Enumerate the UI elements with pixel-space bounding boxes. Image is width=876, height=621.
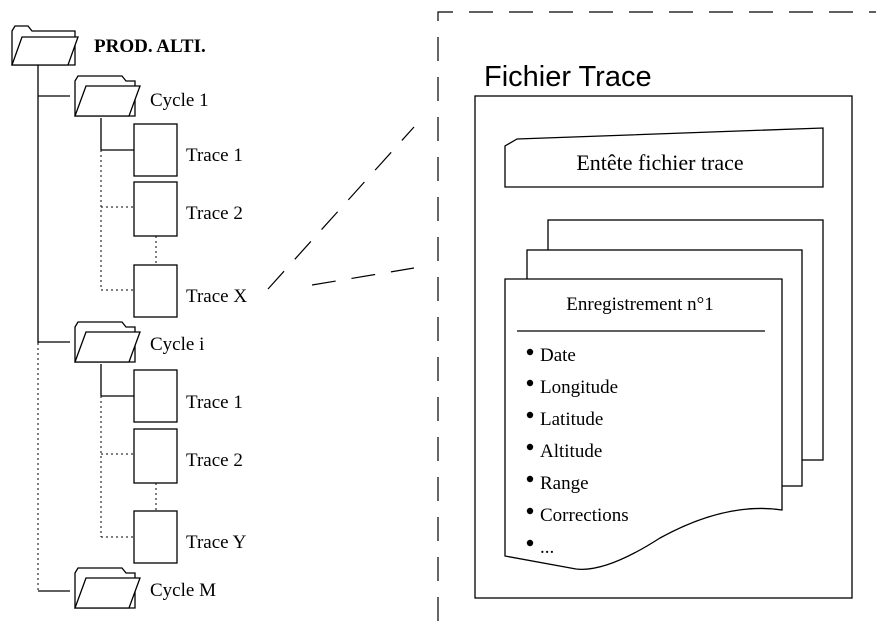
cycle-folder[interactable]: Cycle M: [74, 567, 216, 609]
header-box: [504, 127, 824, 188]
field-label: Longitude: [540, 377, 618, 398]
bullet-icon: [526, 475, 534, 483]
file-header: Entête fichier trace: [504, 127, 824, 188]
bullet-icon: [526, 379, 534, 387]
bullet-icon: [526, 411, 534, 419]
record-stack: Enregistrement n°1 Date Longitude Latitu…: [504, 219, 824, 570]
folder-icon: [11, 36, 79, 66]
file-panel: Fichier Trace Entête fichier trace Enreg…: [474, 61, 853, 599]
callout-frame: [437, 11, 876, 621]
bullet-icon: [526, 539, 534, 547]
cycle-label: Cycle M: [150, 580, 216, 601]
bullet-icon: [526, 507, 534, 515]
field-label: ...: [540, 537, 554, 558]
record-field: Altitude: [526, 441, 602, 462]
trace-file[interactable]: Trace X: [133, 264, 247, 318]
callout-line-lower: [311, 267, 415, 286]
record-field: Range: [526, 473, 589, 494]
trace-file[interactable]: Trace Y: [133, 510, 247, 564]
header-label: Entête fichier trace: [576, 150, 743, 175]
record-sheet-front: [504, 278, 783, 570]
trace-file[interactable]: Trace 1: [133, 369, 243, 423]
trace-label: Trace Y: [186, 532, 247, 553]
record-field: Latitude: [526, 409, 603, 430]
cycle-folder[interactable]: Cycle 1: [74, 75, 209, 117]
trace-label: Trace X: [186, 286, 247, 307]
trace-label: Trace 2: [186, 450, 243, 471]
callout-line-upper: [267, 126, 415, 290]
cycle-label: Cycle i: [150, 334, 204, 355]
root-folder-label: PROD. ALTI.: [94, 36, 206, 57]
field-label: Corrections: [540, 505, 629, 526]
cycle-folder[interactable]: Cycle i: [74, 321, 204, 363]
field-label: Date: [540, 345, 576, 366]
directory-tree: PROD. ALTI. Cycle 1 Trace 1 Trace 2 Trac…: [11, 25, 247, 609]
trace-file[interactable]: Trace 1: [133, 123, 243, 177]
bullet-icon: [526, 348, 534, 356]
document-icon: [133, 428, 178, 484]
record-field: Date: [526, 345, 576, 366]
field-label: Altitude: [540, 441, 602, 462]
zoom-callout: [267, 11, 876, 621]
record-field-list: Date Longitude Latitude Altitude: [526, 345, 629, 558]
record-title: Enregistrement n°1: [566, 294, 713, 315]
record-field: Corrections: [526, 505, 629, 526]
trace-file[interactable]: Trace 2: [133, 428, 243, 484]
document-icon: [133, 181, 178, 237]
record-card: Enregistrement n°1 Date Longitude Latitu…: [504, 278, 783, 570]
trace-label: Trace 1: [186, 392, 243, 413]
folder-icon: [74, 577, 141, 609]
folder-icon: [74, 331, 141, 363]
document-icon: [133, 369, 178, 423]
record-field: ...: [526, 537, 554, 558]
cycle-label: Cycle 1: [150, 90, 209, 111]
panel-title: Fichier Trace: [484, 61, 652, 93]
field-label: Range: [540, 473, 589, 494]
tree-connectors: [37, 65, 157, 592]
root-folder[interactable]: PROD. ALTI.: [11, 25, 206, 66]
trace-file[interactable]: Trace 2: [133, 181, 243, 237]
record-field: Longitude: [526, 377, 618, 398]
trace-label: Trace 2: [186, 203, 243, 224]
document-icon: [133, 510, 178, 564]
field-label: Latitude: [540, 409, 603, 430]
bullet-icon: [526, 443, 534, 451]
document-icon: [133, 264, 178, 318]
document-icon: [133, 123, 178, 177]
trace-label: Trace 1: [186, 145, 243, 166]
folder-icon: [74, 85, 141, 117]
